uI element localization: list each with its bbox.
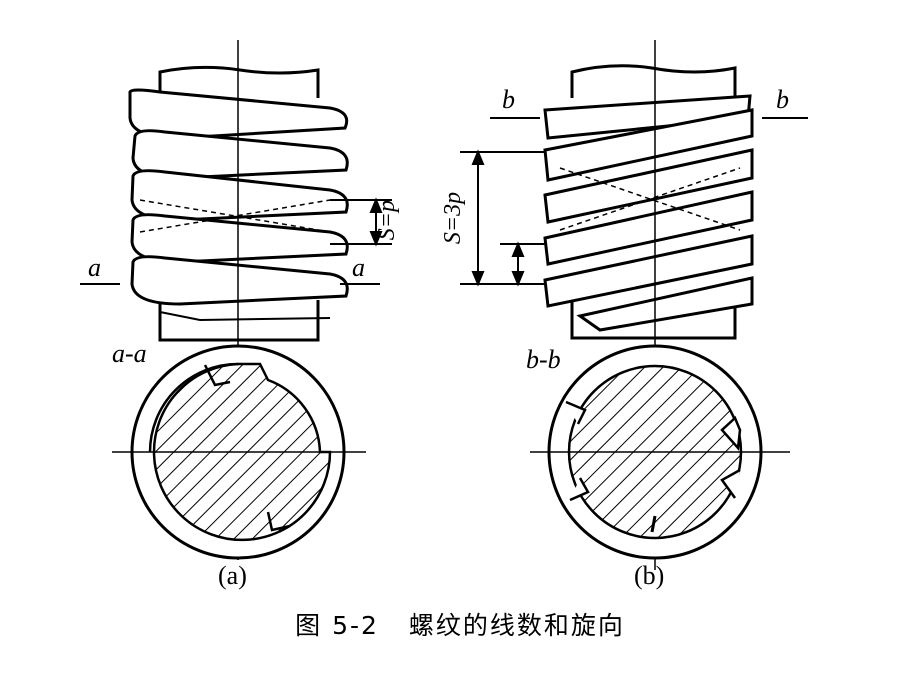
right-cut-label-left: b [502, 85, 515, 114]
left-cut-label-right: a [352, 253, 365, 282]
thread-band [543, 190, 754, 266]
thread-band [543, 108, 754, 182]
thread-turn [130, 169, 349, 222]
shaft-top [158, 65, 320, 98]
figure-caption: 图 5-2 螺纹的线数和旋向 [0, 606, 920, 642]
right-section-label: b-b [526, 345, 561, 374]
triple-start-thread-view [543, 64, 754, 340]
left-subcaption: (a) [218, 561, 247, 590]
thread-band [543, 148, 754, 224]
shaft-top [570, 64, 737, 98]
right-lead-label: S=3p [440, 192, 466, 244]
left-section-label: a-a [112, 339, 147, 368]
left-cut-label-left: a [88, 253, 101, 282]
left-lead-label: S=p [374, 200, 400, 240]
thread-band [543, 234, 754, 308]
hidden-helix [559, 167, 741, 231]
figure-title: 螺纹的线数和旋向 [408, 611, 625, 640]
thread-band [576, 276, 754, 332]
thread-turn [130, 255, 349, 306]
right-subcaption: (b) [634, 561, 664, 590]
thread-turn [130, 213, 349, 264]
right-cut-label-right: b [776, 85, 789, 114]
right-lead-dimension [460, 149, 545, 287]
left-lead-dimension [330, 197, 392, 247]
thread-end [159, 311, 331, 322]
figure-number: 图 5-2 [295, 611, 379, 640]
